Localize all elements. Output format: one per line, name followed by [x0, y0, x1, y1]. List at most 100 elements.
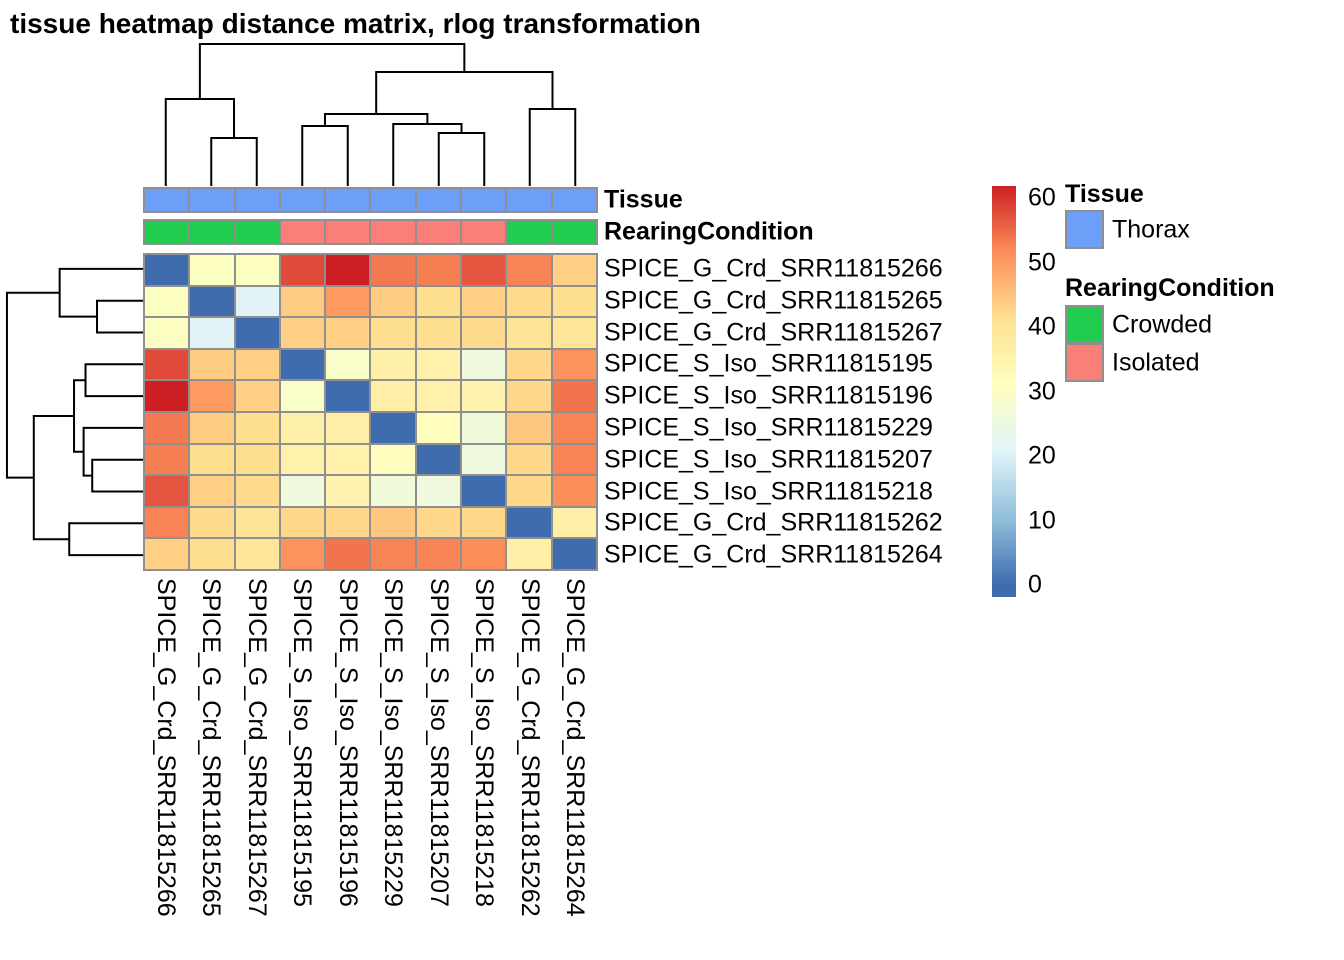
heatmap-cell — [370, 412, 416, 444]
heatmap-cell — [551, 317, 597, 349]
annotation-cell — [461, 220, 507, 244]
heatmap-cell — [189, 412, 235, 444]
heatmap-cell — [461, 285, 507, 318]
heatmap-cell — [506, 475, 552, 507]
heatmap-cell — [279, 348, 326, 381]
heatmap-cell — [461, 380, 507, 412]
dendrogram-branch — [375, 71, 554, 114]
heatmap-cell — [325, 254, 371, 286]
heatmap-cell — [234, 348, 280, 381]
heatmap-cell — [506, 254, 552, 286]
heatmap-cell — [370, 285, 416, 318]
heatmap-cell — [415, 538, 462, 570]
heatmap-cell — [461, 317, 507, 349]
dendrogram-branch — [198, 43, 466, 99]
column-dendrogram — [164, 43, 577, 186]
annotation-cell — [415, 188, 462, 212]
legend-swatch — [1065, 210, 1104, 249]
dendrogram-branch — [91, 458, 143, 493]
column-label: SPICE_G_Crd_SRR11815262 — [515, 578, 544, 917]
column-label: SPICE_S_Iso_SRR11815229 — [379, 578, 408, 907]
heatmap-cell — [189, 538, 235, 570]
colorbar-tick-label: 0 — [1028, 570, 1042, 599]
annotation-cell — [279, 188, 326, 212]
heatmap-cell — [234, 380, 280, 412]
heatmap-cell — [279, 538, 326, 570]
heatmap-cell — [415, 443, 462, 476]
tissue-annotation-bar — [143, 187, 598, 213]
heatmap-cell — [506, 538, 552, 570]
legend-tissue-header: Tissue — [1065, 180, 1144, 208]
annotation-cell — [325, 220, 371, 244]
heatmap-cell — [144, 412, 190, 444]
column-label: SPICE_S_Iso_SRR11815207 — [424, 578, 453, 907]
heatmap-cell — [189, 317, 235, 349]
heatmap-cell — [234, 506, 280, 539]
legend-label: Thorax — [1112, 215, 1190, 243]
heatmap-cell — [370, 443, 416, 476]
column-label: SPICE_G_Crd_SRR11815264 — [561, 578, 590, 917]
heatmap-cell — [279, 412, 326, 444]
heatmap-cell — [325, 348, 371, 381]
row-label: SPICE_G_Crd_SRR11815262 — [604, 508, 943, 537]
annotation-cell — [325, 188, 371, 212]
row-dendrogram — [5, 267, 143, 557]
dendrogram-branch — [68, 522, 143, 557]
colorbar-tick-label: 30 — [1028, 377, 1056, 405]
legend-label: Isolated — [1112, 348, 1200, 376]
dendrogram-branch — [84, 363, 143, 398]
annotation-cell — [506, 188, 552, 212]
heatmap-cell — [144, 348, 190, 381]
heatmap-cell — [279, 475, 326, 507]
heatmap-cell — [279, 380, 326, 412]
heatmap-cell — [325, 285, 371, 318]
heatmap-cell — [325, 475, 371, 507]
row-label: SPICE_G_Crd_SRR11815267 — [604, 318, 943, 346]
heatmap-cell — [506, 380, 552, 412]
heatmap-cell — [189, 506, 235, 539]
dendrogram-branch — [437, 132, 486, 186]
heatmap-cell — [551, 285, 597, 318]
row-label: SPICE_G_Crd_SRR11815265 — [604, 286, 943, 315]
heatmap-cell — [506, 285, 552, 318]
heatmap-cell — [234, 412, 280, 444]
heatmap-cell — [506, 317, 552, 349]
heatmap-cell — [370, 475, 416, 507]
heatmap-cell — [551, 380, 597, 412]
heatmap-cell — [415, 317, 462, 349]
heatmap-cell — [415, 412, 462, 444]
heatmap-cell — [415, 475, 462, 507]
heatmap-cell — [461, 443, 507, 476]
heatmap-cell — [234, 285, 280, 318]
heatmap-cell — [279, 317, 326, 349]
heatmap-cell — [551, 412, 597, 444]
colorbar-tick-label: 50 — [1028, 248, 1056, 276]
column-label: SPICE_S_Iso_SRR11815196 — [333, 578, 362, 907]
heatmap-cell — [551, 475, 597, 507]
heatmap-cell — [415, 254, 462, 286]
heatmap-cell — [144, 443, 190, 476]
annotation-cell — [551, 188, 597, 212]
rearing-track-label: RearingCondition — [604, 217, 814, 246]
annotation-cell — [144, 188, 190, 212]
rearing-condition-annotation-bar — [143, 219, 598, 245]
heatmap-cell — [234, 538, 280, 570]
heatmap-cell — [461, 412, 507, 444]
legend-swatch — [1065, 305, 1104, 344]
heatmap-cell — [144, 254, 190, 286]
colorbar-tick-label: 20 — [1028, 441, 1056, 470]
heatmap-cell — [370, 254, 416, 286]
annotation-cell — [189, 220, 235, 244]
heatmap-cell — [415, 506, 462, 539]
heatmap-cell — [551, 254, 597, 286]
column-label: SPICE_G_Crd_SRR11815267 — [242, 578, 271, 917]
heatmap-cell — [325, 443, 371, 476]
heatmap-cell — [506, 412, 552, 444]
dendrogram-branch — [5, 291, 60, 479]
colorbar-gradient — [992, 186, 1016, 597]
colorbar-tick-label: 60 — [1028, 183, 1056, 212]
annotation-cell — [461, 188, 507, 212]
heatmap-cell — [189, 380, 235, 412]
annotation-cell — [370, 220, 416, 244]
